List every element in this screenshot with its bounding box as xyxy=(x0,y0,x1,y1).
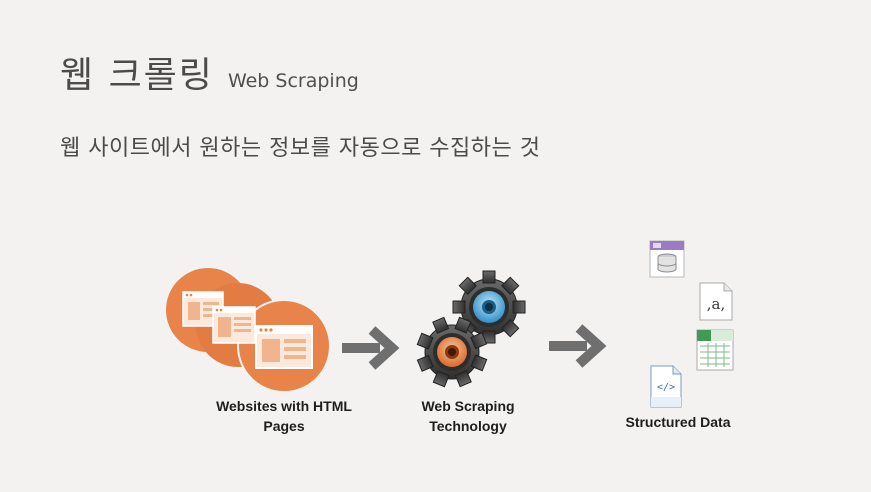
slide-title: 웹 크롤링 Web Scraping xyxy=(60,46,359,98)
arrow-right-icon xyxy=(342,326,400,370)
slide-subtitle: 웹 사이트에서 원하는 정보를 자동으로 수집하는 것 xyxy=(60,136,541,161)
title-korean: 웹 크롤링 xyxy=(60,55,214,96)
code-glyph: </> xyxy=(657,382,675,393)
webpage-icon xyxy=(212,306,256,344)
websites-label: Websites with HTML Pages xyxy=(216,398,352,434)
code-file-icon: </> xyxy=(650,365,682,408)
technology-label: Web Scraping Technology xyxy=(421,398,515,434)
webpage-icon xyxy=(255,325,313,369)
structured-data-label: Structured Data xyxy=(625,414,731,430)
spreadsheet-file-icon xyxy=(696,329,734,371)
csv-glyph: ,a, xyxy=(707,295,725,313)
websites-icon xyxy=(166,268,331,393)
database-file-icon xyxy=(649,240,685,278)
arrow-right-icon xyxy=(549,324,607,368)
gears-icon xyxy=(416,270,526,388)
title-english: Web Scraping xyxy=(227,70,359,92)
csv-file-icon: ,a, xyxy=(699,282,733,321)
